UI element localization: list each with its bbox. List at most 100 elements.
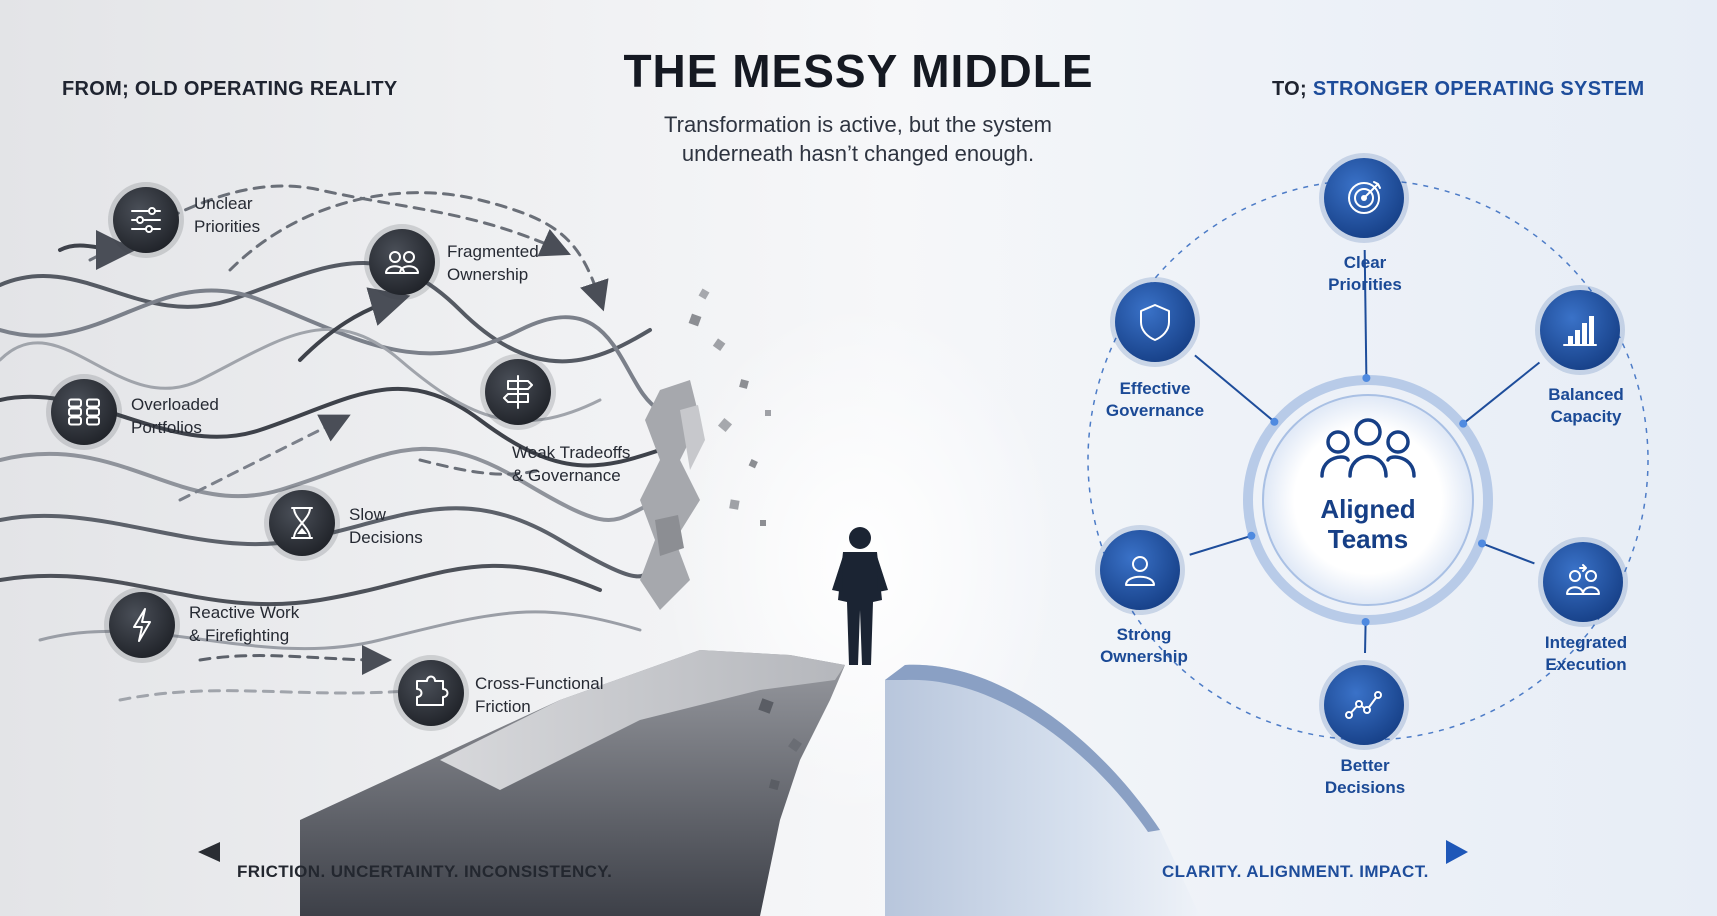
spoke-line — [1481, 542, 1535, 565]
new-label-balanced-capacity: Balanced Capacity — [1506, 384, 1666, 428]
label-line: Ownership — [1100, 647, 1188, 666]
puzzle-icon — [416, 675, 449, 706]
from-header-label: OLD OPERATING REALITY — [134, 78, 398, 100]
hourglass-node — [264, 485, 340, 561]
page-subtitle: Transformation is active, but the system… — [664, 112, 1052, 166]
integrated-people-node — [1538, 537, 1628, 627]
trend-line-node — [1319, 660, 1409, 750]
label-line: Fragmented — [447, 242, 539, 261]
bottom-arrow — [198, 840, 1468, 864]
from-header: FROM; OLD OPERATING REALITY — [62, 78, 398, 101]
people-node — [364, 224, 440, 300]
label-line: Execution — [1545, 655, 1627, 674]
label-line: Strong — [1116, 625, 1172, 644]
label-line: Portfolios — [131, 418, 202, 437]
spoke-dot — [1270, 417, 1279, 426]
team-icon — [1320, 418, 1416, 478]
old-label-overloaded-portfolios: Overloaded Portfolios — [131, 393, 219, 439]
bar-chart-icon — [1563, 316, 1597, 346]
old-label-unclear-priorities: Unclear Priorities — [194, 192, 260, 238]
new-label-strong-ownership: Strong Ownership — [1064, 624, 1224, 668]
right-bridge — [885, 664, 1200, 916]
new-system-nodes — [1095, 153, 1628, 750]
old-label-cross-functional-friction: Cross-Functional Friction — [475, 672, 604, 718]
crumbling-wall — [640, 288, 771, 610]
label-line: Priorities — [194, 217, 261, 236]
to-header-label: STRONGER OPERATING SYSTEM — [1312, 78, 1645, 100]
target-node — [1319, 153, 1409, 243]
sliders-icon — [131, 207, 161, 233]
old-label-slow-decisions: Slow Decisions — [349, 503, 423, 549]
signpost-icon — [503, 375, 533, 409]
new-label-integrated-execution: Integrated Execution — [1506, 632, 1666, 676]
spoke-line — [1194, 354, 1276, 423]
old-reality-nodes — [46, 182, 556, 731]
label-line: Ownership — [447, 265, 529, 284]
spoke-dot — [1459, 419, 1468, 428]
sliders-node — [108, 182, 184, 258]
shield-node — [1110, 277, 1200, 367]
to-header: TO; STRONGER OPERATING SYSTEM — [1272, 78, 1644, 101]
right-spokes — [1189, 249, 1541, 654]
label-line: Better — [1340, 756, 1390, 775]
standing-person — [832, 527, 888, 665]
person-node — [1095, 525, 1185, 615]
grid-icon — [68, 398, 100, 426]
page-title: THE MESSY MIDDLE — [623, 45, 1094, 97]
bar-chart-node — [1535, 285, 1625, 375]
label-line: & Firefighting — [189, 626, 290, 645]
spoke-line — [1189, 534, 1252, 556]
integrated-people-icon — [1566, 564, 1600, 595]
label-line: Decisions — [1324, 778, 1406, 797]
label-line: Priorities — [1328, 275, 1402, 294]
trend-line-icon — [1345, 691, 1382, 719]
spoke-line — [1363, 249, 1368, 379]
label-line: Capacity — [1550, 407, 1622, 426]
lightning-node — [104, 587, 180, 663]
old-label-fragmented-ownership: Fragmented Ownership — [447, 240, 539, 286]
new-label-clear-priorities: Clear Priorities — [1285, 252, 1445, 296]
hub-label: Aligned Teams — [1268, 494, 1468, 554]
label-line: Weak Tradeoffs — [512, 443, 631, 462]
lightning-icon — [133, 608, 151, 642]
spoke-dot — [1362, 374, 1371, 383]
person-icon — [1125, 556, 1155, 586]
label-line: Effective — [1119, 379, 1191, 398]
from-header-prefix: FROM; — [62, 78, 130, 100]
new-label-better-decisions: Better Decisions — [1285, 755, 1445, 799]
label-line: Balanced — [1548, 385, 1624, 404]
puzzle-node — [393, 655, 469, 731]
tangled-arrows — [0, 184, 662, 702]
signpost-node — [480, 354, 556, 430]
footer-left: FRICTION. UNCERTAINTY. INCONSISTENCY. — [237, 862, 613, 881]
hub-label-line: Aligned — [1320, 494, 1416, 524]
to-header-prefix: TO; — [1272, 78, 1307, 100]
label-line: Friction — [475, 697, 531, 716]
spoke-dot — [1477, 539, 1486, 548]
old-label-weak-tradeoffs: Weak Tradeoffs & Governance — [512, 441, 630, 487]
old-label-reactive-work: Reactive Work & Firefighting — [189, 601, 299, 647]
spoke-dot — [1247, 531, 1256, 540]
label-line: Integrated — [1544, 633, 1628, 652]
shield-icon — [1140, 304, 1170, 341]
grid-node — [46, 374, 122, 450]
target-icon — [1348, 181, 1381, 214]
spoke-line — [1462, 361, 1541, 425]
label-line: & Governance — [512, 466, 621, 485]
spoke-dot — [1361, 617, 1370, 626]
label-line: Slow — [349, 505, 386, 524]
label-line: Governance — [1105, 401, 1205, 420]
left-cliff — [300, 650, 845, 916]
label-line: Reactive Work — [189, 603, 300, 622]
footer-right: CLARITY. ALIGNMENT. IMPACT. — [1162, 862, 1429, 881]
people-icon — [385, 251, 419, 274]
hourglass-icon — [291, 507, 313, 539]
label-line: Overloaded — [131, 395, 219, 414]
hub-label-line: Teams — [1327, 524, 1409, 554]
label-line: Decisions — [349, 528, 423, 547]
new-label-effective-governance: Effective Governance — [1075, 378, 1235, 422]
spoke-line — [1364, 621, 1367, 654]
label-line: Clear — [1343, 253, 1387, 272]
label-line: Cross-Functional — [475, 674, 604, 693]
